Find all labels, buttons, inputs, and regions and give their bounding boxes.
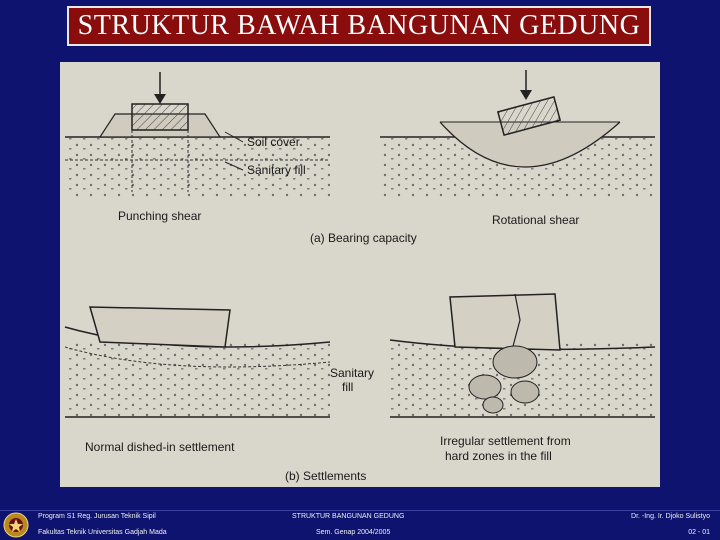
label-irregular-settlement-1: Irregular settlement from bbox=[440, 434, 571, 448]
label-settlements: (b) Settlements bbox=[285, 469, 366, 483]
label-sanitary-fill-top: Sanitary fill bbox=[247, 163, 306, 177]
footer-course: STRUKTUR BANGUNAN GEDUNG bbox=[292, 513, 405, 520]
footer-semester: Sem. Genap 2004/2005 bbox=[316, 529, 391, 536]
university-logo-icon bbox=[3, 512, 29, 538]
irregular-settlement-diagram: Irregular settlement from hard zones in … bbox=[389, 293, 656, 463]
label-rotational-shear: Rotational shear bbox=[492, 213, 579, 227]
label-soil-cover: Soil cover bbox=[247, 135, 300, 149]
label-irregular-settlement-2: hard zones in the fill bbox=[445, 449, 552, 463]
figure-diagram: Punching shear Soil cover Sanitary fill … bbox=[64, 70, 656, 483]
rotational-shear-diagram: Rotational shear bbox=[380, 70, 655, 227]
label-punching-shear: Punching shear bbox=[118, 209, 201, 223]
normal-settlement-diagram: Normal dished-in settlement bbox=[64, 306, 331, 454]
label-sanitary-bottom-1: Sanitary bbox=[330, 366, 374, 380]
label-bearing-capacity: (a) Bearing capacity bbox=[310, 231, 417, 245]
footer-page-number: 02 - 01 bbox=[688, 529, 710, 536]
footer-program: Program S1 Reg. Jurusan Teknik Sipil bbox=[38, 513, 156, 520]
punching-shear-diagram: Punching shear bbox=[65, 72, 330, 223]
footer-author: Dr. -Ing. Ir. Djoko Sulistyo bbox=[631, 513, 710, 520]
slide-title: STRUKTUR BAWAH BANGUNAN GEDUNG bbox=[77, 10, 641, 41]
label-normal-settlement: Normal dished-in settlement bbox=[85, 440, 235, 454]
footer-faculty: Fakultas Teknik Universitas Gadjah Mada bbox=[38, 529, 167, 536]
slide-title-box: STRUKTUR BAWAH BANGUNAN GEDUNG bbox=[67, 6, 651, 46]
label-sanitary-bottom-2: fill bbox=[342, 380, 353, 394]
footer-divider bbox=[0, 510, 720, 511]
figure-scan: Punching shear Soil cover Sanitary fill … bbox=[60, 62, 660, 487]
